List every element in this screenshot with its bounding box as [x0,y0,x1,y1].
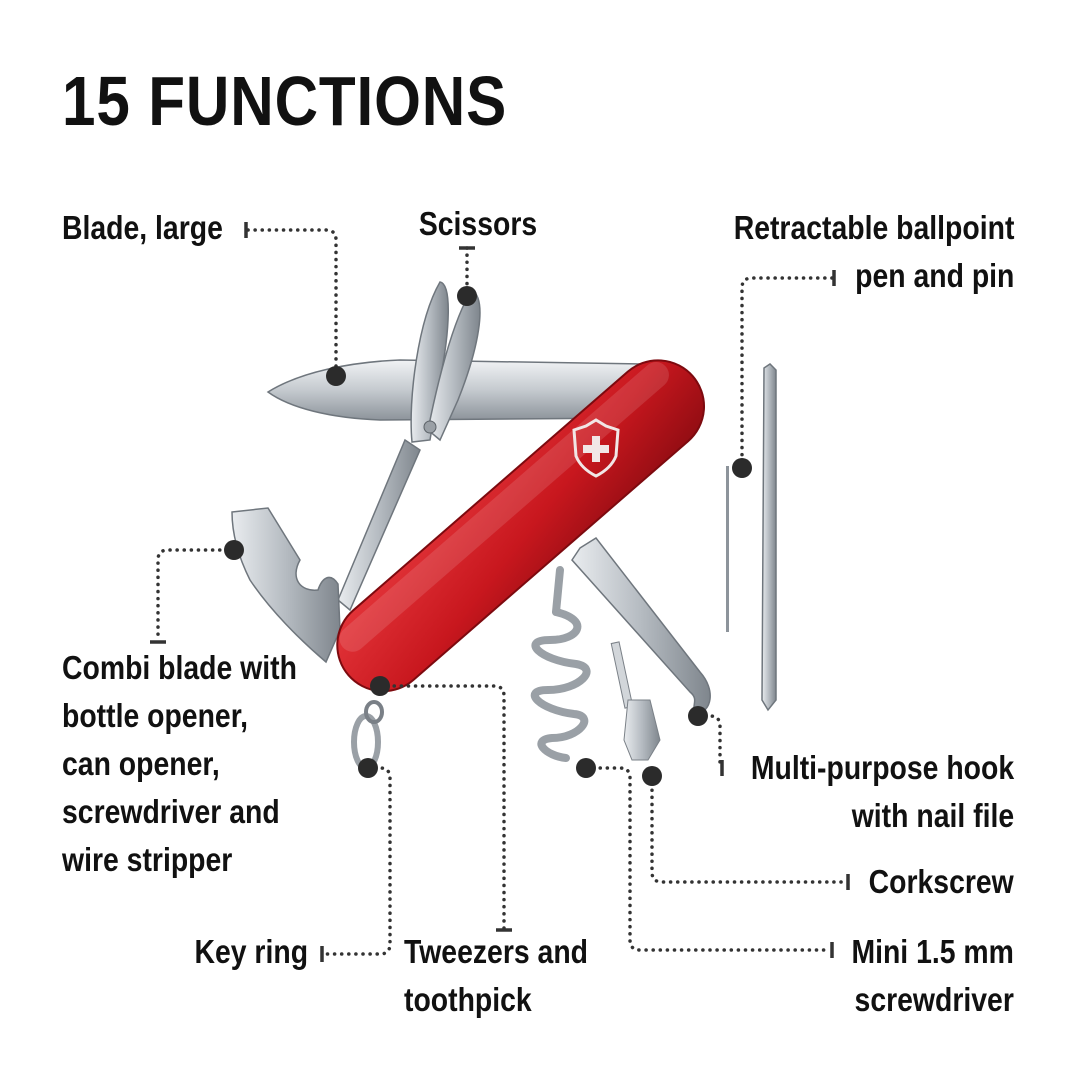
label-blade-large: Blade, large [62,209,223,246]
corkscrew [530,566,591,762]
mini-screwdriver [610,641,661,761]
swiss-cross-shield-icon [572,418,620,478]
combi-blade [231,507,341,664]
hook-tool [571,537,711,715]
label-combi-blade: Combi blade with bottle opener, can open… [62,649,297,878]
label-tweezers-toothpick: Tweezers and toothpick [404,933,589,1018]
label-mini-screwdriver: Mini 1.5 mm screwdriver [851,933,1014,1018]
label-key-ring: Key ring [194,933,308,970]
label-pen-and-pin: Retractable ballpoint pen and pin [733,209,1014,294]
pin [726,466,729,632]
red-handle [336,359,706,693]
label-multi-purpose-hook: Multi-purpose hook with nail file [750,749,1014,834]
pen [761,363,777,712]
leader-lines [156,228,848,956]
label-corkscrew: Corkscrew [868,863,1014,900]
label-scissors: Scissors [418,205,538,242]
leader-end-ticks [150,222,850,962]
scissors [337,281,481,612]
page-title: 15 FUNCTIONS [62,62,508,140]
anchor-dots [224,286,752,786]
